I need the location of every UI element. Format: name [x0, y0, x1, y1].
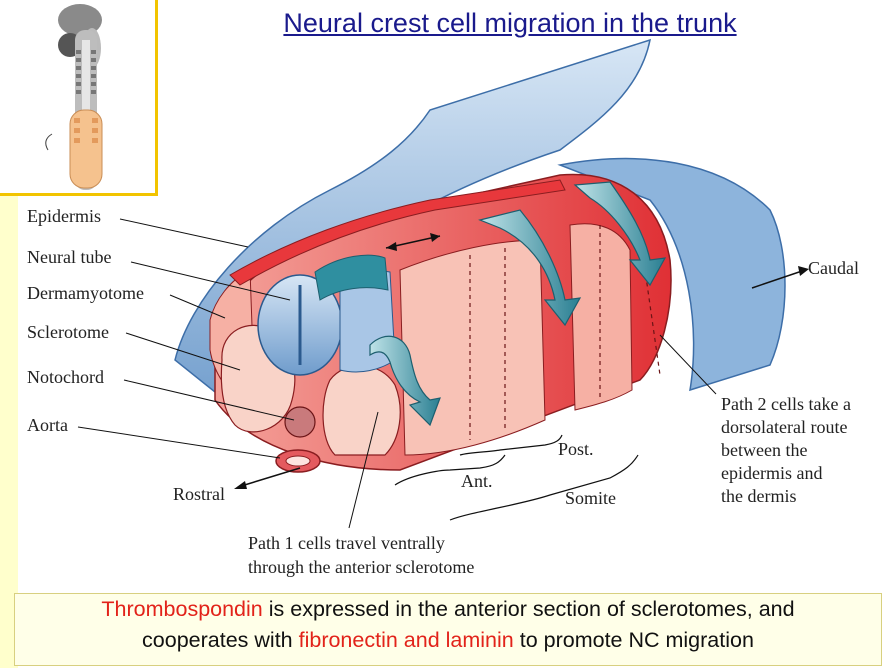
label-path2-line3: between the — [721, 440, 807, 460]
leader-path2 — [659, 334, 717, 395]
caption-line2-post: to promote NC migration — [513, 628, 754, 652]
label-path2-line5: the dermis — [721, 486, 796, 506]
label-path2-line2: dorsolateral route — [721, 417, 847, 437]
label-notochord: Notochord — [27, 367, 104, 387]
label-path2-line4: epidermis and — [721, 463, 822, 483]
label-rostral: Rostral — [173, 484, 225, 504]
slide-title: Neural crest cell migration in the trunk — [283, 8, 737, 38]
epidermis-stripe — [229, 179, 566, 286]
label-caudal: Caudal — [808, 258, 859, 278]
caption-line2-pre: cooperates with — [142, 628, 299, 652]
trunk-diagram: Epidermis Neural tube Dermamyotome Scler… — [27, 38, 859, 577]
caption-line-2: cooperates with fibronectin and laminin … — [15, 625, 881, 656]
label-aorta: Aorta — [27, 415, 68, 435]
path2-arrow-1 — [478, 209, 582, 327]
sclerotome-2 — [322, 365, 401, 456]
label-somite: Somite — [565, 488, 616, 508]
caption-line-1: Thrombospondin is expressed in the anter… — [15, 594, 881, 625]
somite-segment-2 — [569, 223, 633, 411]
label-ant: Ant. — [461, 471, 493, 491]
teal-band — [314, 254, 389, 301]
leader-epidermis — [119, 218, 249, 248]
rostral-arrow — [237, 467, 301, 488]
path1-arrow — [369, 335, 441, 427]
caption-fibronectin-laminin: fibronectin and laminin — [298, 628, 514, 652]
label-dermamyotome: Dermamyotome — [27, 283, 144, 303]
path2-arrow-2 — [573, 181, 667, 287]
label-sclerotome: Sclerotome — [27, 322, 109, 342]
bracket-ant — [394, 454, 506, 486]
embryo-inset — [0, 0, 158, 196]
caption-thrombospondin: Thrombospondin — [101, 597, 263, 621]
leader-notochord — [123, 379, 295, 421]
label-neural-tube: Neural tube — [27, 247, 111, 267]
caption-box: Thrombospondin is expressed in the anter… — [14, 593, 882, 666]
somite-segment-1 — [399, 239, 546, 456]
label-path1-line2: through the anterior sclerotome — [248, 557, 474, 577]
label-epidermis: Epidermis — [27, 206, 101, 226]
bracket-somite — [449, 454, 639, 521]
label-path1-line1: Path 1 cells travel ventrally — [248, 533, 445, 553]
label-path2-line1: Path 2 cells take a — [721, 394, 851, 414]
notochord — [284, 406, 316, 438]
leader-path1 — [348, 411, 379, 529]
leader-neural-tube — [130, 261, 291, 301]
epidermis-right — [557, 157, 786, 392]
caudal-arrow — [751, 269, 806, 289]
label-post: Post. — [558, 439, 594, 459]
leader-aorta — [77, 426, 281, 459]
caption-line1-text: is expressed in the anterior section of … — [262, 597, 795, 621]
leader-dermamyotome — [169, 294, 226, 319]
leader-sclerotome — [125, 332, 241, 371]
bracket-post — [459, 434, 563, 456]
